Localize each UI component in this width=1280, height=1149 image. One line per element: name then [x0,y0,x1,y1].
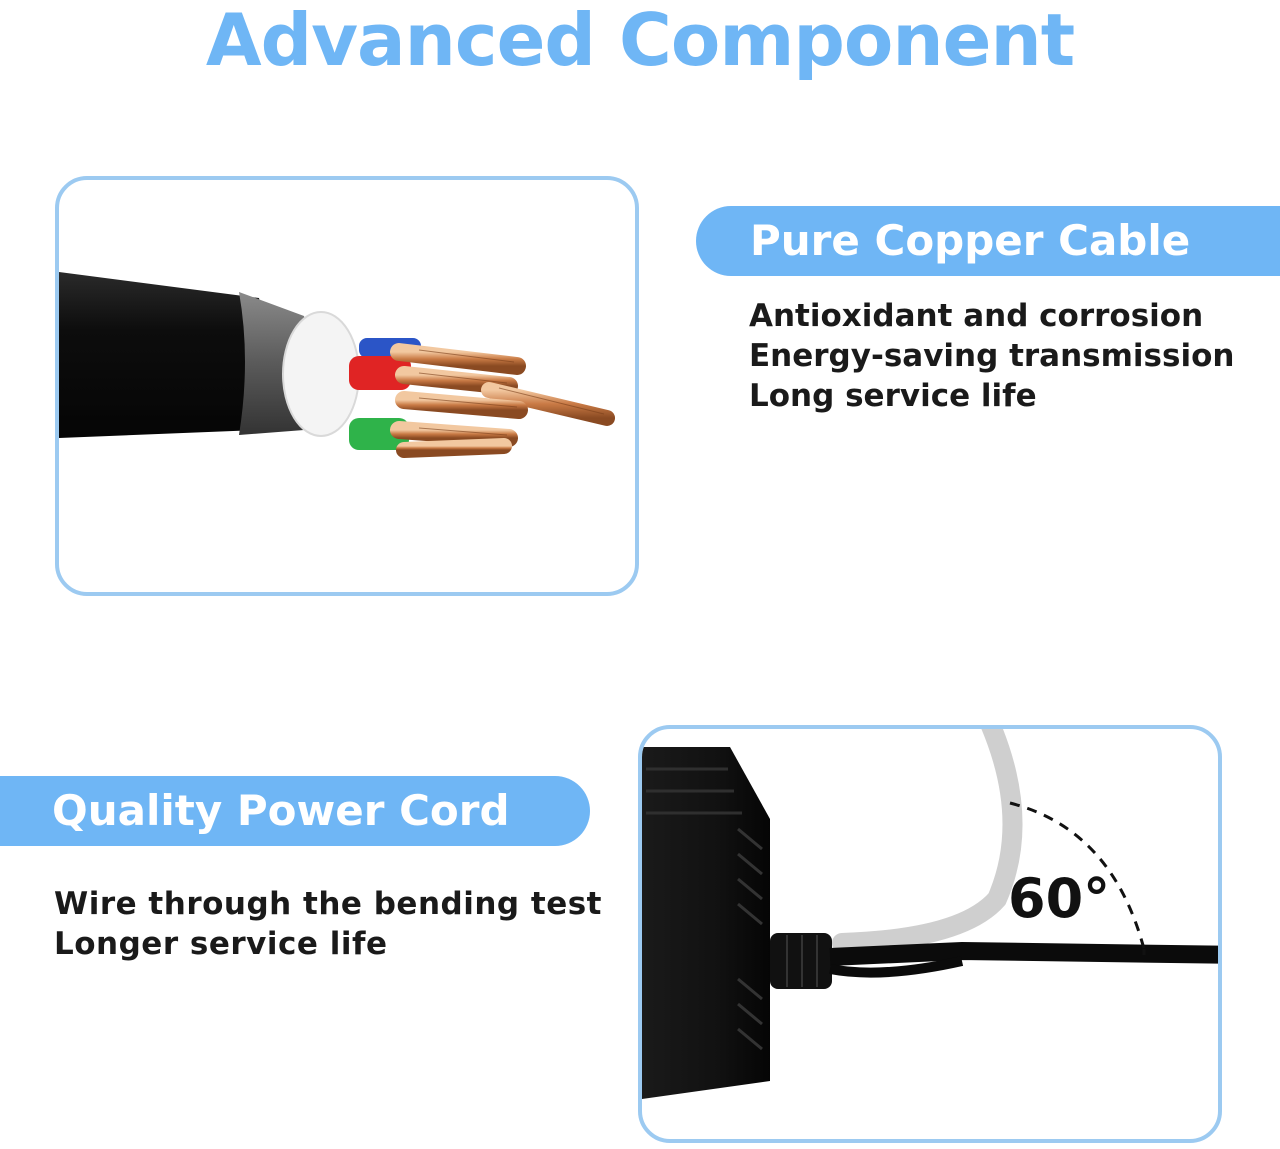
cable-image-frame [55,176,639,596]
power-adapter-illustration: 60° [642,729,1218,1099]
list-item: Antioxidant and corrosion [749,298,1204,334]
pure-copper-cable-label: Pure Copper Cable [696,206,1280,276]
copper-cable-illustration [59,272,615,458]
cord-feature-list: Wire through the bending test Longer ser… [54,884,602,964]
quality-power-cord-label: Quality Power Cord [0,776,590,846]
list-item: Wire through the bending test [54,886,602,922]
list-item: Energy-saving transmission [749,338,1235,374]
list-item: Long service life [749,378,1037,414]
angle-label: 60° [1008,867,1110,930]
copper-feature-list: Antioxidant and corrosion Energy-saving … [749,296,1234,416]
page-title: Advanced Component [205,0,1075,82]
adapter-image-frame: 60° [638,725,1222,1143]
list-item: Longer service life [54,926,388,962]
